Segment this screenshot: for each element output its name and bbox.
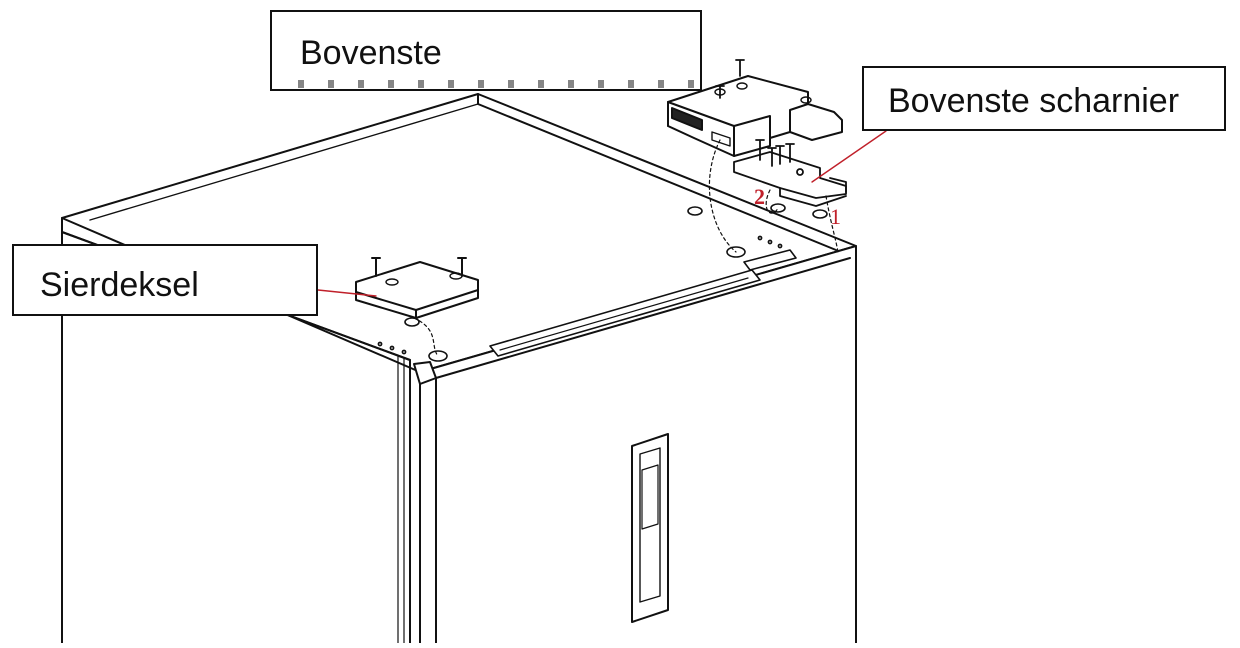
top-cover-label-text: Bovenste (300, 34, 442, 72)
door-handle (631, 433, 669, 623)
top-hinge-label-text: Bovenste scharnier (888, 82, 1180, 120)
step-number-1: 1 (830, 204, 841, 229)
label-leaders (317, 130, 887, 297)
label-cut-text (298, 80, 698, 88)
top-cover-screws (715, 59, 745, 99)
assembly-guides (413, 139, 839, 357)
top-hinge-part (733, 139, 847, 207)
decorative-cover-part (355, 257, 479, 319)
step-number-2: 2 (754, 184, 765, 209)
decorative-cover-label-text: Sierdeksel (40, 266, 199, 304)
mounting-holes (377, 203, 828, 362)
decorative-cover-label: Sierdeksel (12, 244, 318, 316)
top-cover-label: Bovenste (270, 10, 702, 91)
top-hinge-label: Bovenste scharnier (862, 66, 1226, 131)
